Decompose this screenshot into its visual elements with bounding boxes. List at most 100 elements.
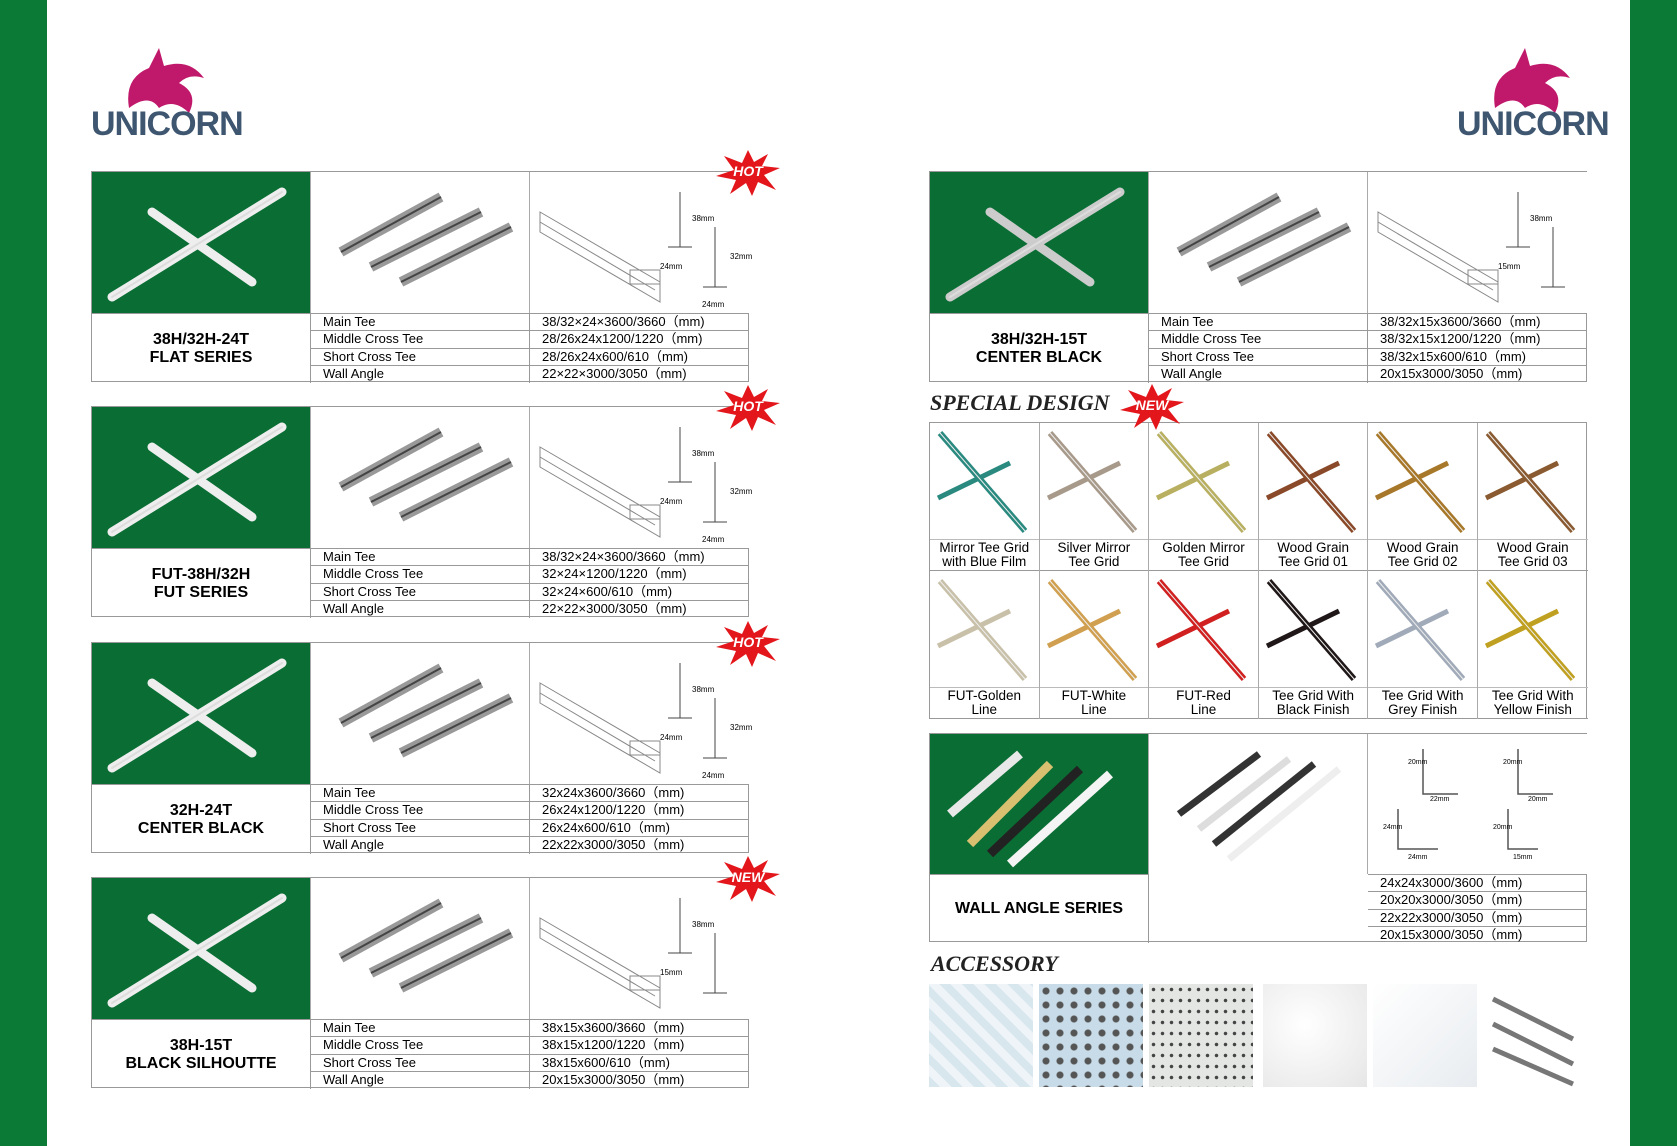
product-photo xyxy=(92,643,311,784)
part-size: 20x15x3000/3050（mm) xyxy=(1380,365,1523,381)
wall-angle-size-row: 20x20x3000/3050（mm) xyxy=(1368,892,1587,910)
dimension-label: 24mm xyxy=(702,535,725,544)
dimension-label: 38mm xyxy=(1530,214,1553,223)
dimension-label: 22mm xyxy=(1430,796,1450,803)
label-line: Line xyxy=(1190,702,1217,717)
series-title-line: FLAT SERIES xyxy=(149,348,253,366)
badge-label: NEW xyxy=(731,869,765,885)
wall-angle-size-row: 22x22x3000/3050（mm) xyxy=(1368,910,1587,927)
dimension-label: 24mm xyxy=(702,771,725,780)
new-badge: NEW xyxy=(1120,384,1184,430)
product-photo xyxy=(92,407,311,548)
badge-icon: HOT xyxy=(716,150,780,196)
label-line: Line xyxy=(1081,702,1107,717)
tee-grid-image xyxy=(1478,571,1588,688)
series-title-line: CENTER BLACK xyxy=(975,348,1103,366)
part-size: 38/32×24×3600/3660（mm) xyxy=(542,549,705,564)
part-name: Short Cross Tee xyxy=(311,583,530,600)
label-line: Line xyxy=(971,702,998,717)
series-title-line: FUT SERIES xyxy=(153,583,249,601)
part-name: Short Cross Tee xyxy=(311,348,530,365)
part-size: 38/32x15x600/610（mm) xyxy=(1380,348,1526,364)
part-size: 38x15x600/610（mm) xyxy=(542,1054,670,1070)
part-name: Main Tee xyxy=(311,785,530,802)
right-green-strip xyxy=(1630,0,1677,1146)
part-name: Middle Cross Tee xyxy=(1149,331,1368,348)
part-name: Wall Angle xyxy=(311,836,530,854)
spec-row: Short Cross Tee 28/26x24x600/610（mm) xyxy=(311,348,749,366)
dimension-label: 24mm xyxy=(702,300,725,309)
wall-angle-size-row: 24x24x3000/3600（mm) xyxy=(1368,875,1587,893)
label-line: Tee Grid 03 xyxy=(1497,554,1568,569)
part-size: 32x24x3600/3660（mm) xyxy=(542,785,685,800)
part-name: Middle Cross Tee xyxy=(311,1037,530,1054)
part-name: Short Cross Tee xyxy=(1149,348,1368,365)
part-name: Main Tee xyxy=(311,549,530,566)
part-name: Main Tee xyxy=(311,1020,530,1037)
part-name: Middle Cross Tee xyxy=(311,802,530,819)
label-line: Black Finish xyxy=(1276,702,1350,717)
dimension-label: 38mm xyxy=(692,449,715,458)
label-line: Tee Grid With xyxy=(1381,688,1464,703)
tee-grid-image xyxy=(1368,571,1477,688)
badge-icon: NEW xyxy=(716,856,780,902)
series-title-line: 38H/32H-15T xyxy=(990,330,1088,348)
part-size: 28/26x24x600/610（mm) xyxy=(542,348,688,364)
special-design-heading: SPECIAL DESIGN xyxy=(930,390,1110,415)
part-size: 38x15x1200/1220（mm) xyxy=(542,1037,685,1053)
badge-label: HOT xyxy=(733,163,763,179)
tee-grid-image xyxy=(1039,571,1149,688)
series-title-line: 32H-24T xyxy=(169,801,233,819)
spec-row: Short Cross Tee 38/32x15x600/610（mm) xyxy=(1149,348,1587,366)
part-name: Main Tee xyxy=(1149,314,1368,331)
part-size: 32×24×1200/1220（mm) xyxy=(542,566,687,582)
part-name: Main Tee xyxy=(311,314,530,331)
label-line: FUT-White xyxy=(1061,688,1127,703)
label-line: Tee Grid With xyxy=(1491,688,1574,703)
badge-icon: HOT xyxy=(716,385,780,431)
dimension-label: 32mm xyxy=(730,723,753,732)
tee-grid-image xyxy=(1258,423,1368,540)
dimension-label: 15mm xyxy=(1513,854,1533,861)
wall-angle-size: 22x22x3000/3050（mm) xyxy=(1380,909,1523,925)
accessory-heading: ACCESSORY xyxy=(931,951,1058,976)
dimension-label: 24mm xyxy=(1383,824,1403,831)
accessory-mineral-fiber-tile xyxy=(1149,984,1253,1087)
series-title-line: 38H/32H-24T xyxy=(152,330,250,348)
tee-grid-image xyxy=(1149,423,1258,540)
dimension-label: 20mm xyxy=(1408,759,1428,766)
product-photo xyxy=(92,878,311,1019)
accessory-perforated-tile xyxy=(1039,984,1143,1087)
label-line: Tee Grid 02 xyxy=(1387,554,1458,569)
wall-angle-size: 20x15x3000/3050（mm) xyxy=(1380,926,1523,942)
series-title-line: 38H-15T xyxy=(169,1036,233,1054)
